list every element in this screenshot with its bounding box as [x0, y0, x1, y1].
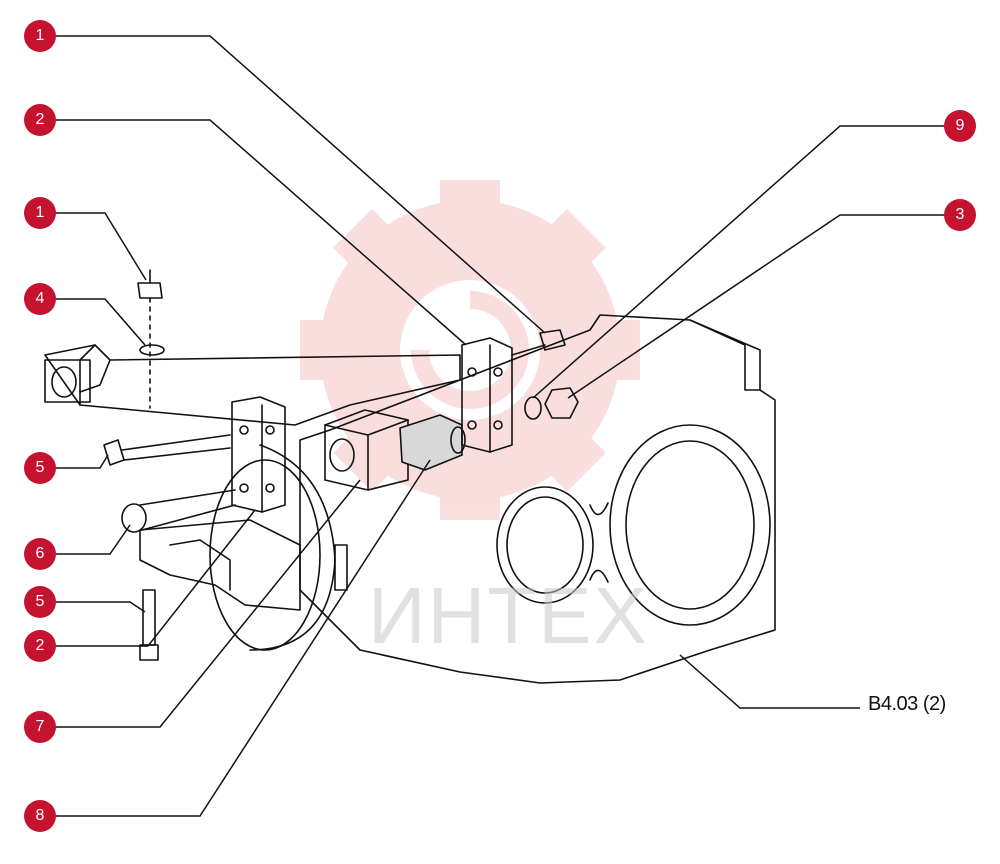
- rubber-bushing: [399, 414, 466, 471]
- callout-badge: 8: [24, 800, 56, 832]
- mounting-plate-left: [231, 396, 286, 513]
- callout-badge: 1: [24, 20, 56, 52]
- callout-badge: 2: [24, 104, 56, 136]
- callout-badge: 5: [24, 586, 56, 618]
- watermark-gear-icon: [300, 180, 640, 520]
- watermark-text: ИНТЕХ: [368, 571, 649, 660]
- lower-bracket: [139, 519, 301, 611]
- leader-lines: [56, 35, 944, 817]
- bolt-vertical: [139, 589, 159, 661]
- callout-badge: 6: [24, 538, 56, 570]
- mounting-plate-right: [461, 337, 513, 453]
- nut-top: [137, 269, 163, 299]
- nut-right: [544, 387, 579, 419]
- gearbox-housing: [299, 314, 776, 684]
- callout-badge: 7: [24, 711, 56, 743]
- callout-badge: 5: [24, 452, 56, 484]
- nut-upper-right: [511, 329, 566, 356]
- callout-badge: 4: [24, 283, 56, 315]
- callout-badge: 9: [944, 110, 976, 142]
- side-flange: [209, 444, 348, 651]
- callout-badge: 3: [944, 199, 976, 231]
- support-arm: [44, 344, 461, 426]
- callout-badge: 1: [24, 197, 56, 229]
- bolt-middle-left: [121, 489, 236, 533]
- tube-block: [324, 409, 409, 491]
- callout-badge: 2: [24, 630, 56, 662]
- washer-top: [139, 344, 165, 356]
- figure-code: B4.03 (2): [868, 693, 946, 715]
- bolt-upper-left: [103, 434, 231, 466]
